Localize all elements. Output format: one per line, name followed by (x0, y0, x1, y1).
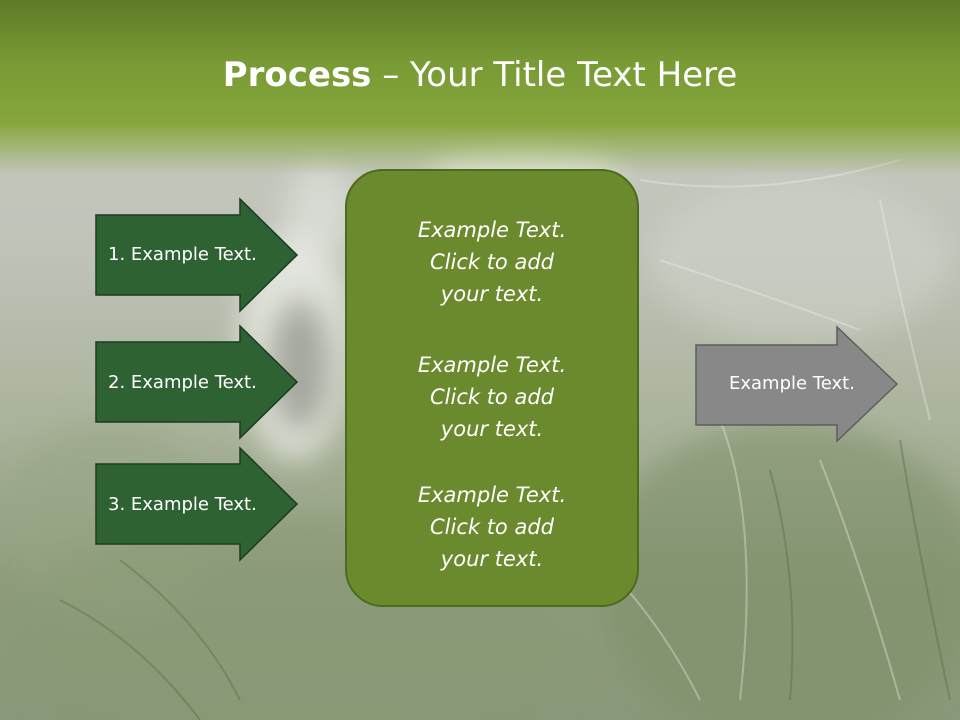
step-arrow-2[interactable]: 2. Example Text. (95, 324, 300, 441)
step-arrow-3[interactable]: 3. Example Text. (95, 446, 300, 563)
title-rest: – Your Title Text Here (371, 55, 738, 95)
center-block-3-line-3: your text. (440, 547, 544, 571)
step-arrow-1-shape (95, 197, 299, 313)
center-block-2-line-1: Example Text. (417, 353, 567, 377)
center-block-1-line-1: Example Text. (417, 218, 567, 242)
center-text-block-1: Example Text. Click to add your text. (347, 214, 637, 310)
step-arrow-1[interactable]: 1. Example Text. (95, 197, 300, 314)
step-arrow-1-label: 1. Example Text. (108, 244, 257, 265)
output-arrow-label: Example Text. (729, 373, 855, 394)
output-arrow[interactable]: Example Text. (695, 325, 900, 444)
center-text-box[interactable]: Example Text. Click to add your text. Ex… (345, 169, 639, 607)
title-bold: Process (222, 55, 372, 95)
background-highlight (650, 180, 950, 340)
step-arrow-2-label: 2. Example Text. (108, 372, 257, 393)
center-block-3-line-2: Click to add (429, 515, 554, 539)
output-arrow-shape (695, 325, 899, 443)
title-band (0, 0, 960, 175)
step-arrow-3-label: 3. Example Text. (108, 494, 257, 515)
center-text-block-2: Example Text. Click to add your text. (347, 349, 637, 445)
background-grass-right (600, 420, 960, 720)
step-arrow-3-shape (95, 446, 299, 562)
center-block-2-line-2: Click to add (429, 385, 554, 409)
center-text-block-3: Example Text. Click to add your text. (347, 479, 637, 575)
slide-title[interactable]: Process – Your Title Text Here (0, 52, 960, 98)
step-arrow-2-shape (95, 324, 299, 440)
center-block-2-line-3: your text. (440, 417, 544, 441)
center-block-1-line-2: Click to add (429, 250, 554, 274)
center-block-1-line-3: your text. (440, 282, 544, 306)
center-block-3-line-1: Example Text. (417, 483, 567, 507)
